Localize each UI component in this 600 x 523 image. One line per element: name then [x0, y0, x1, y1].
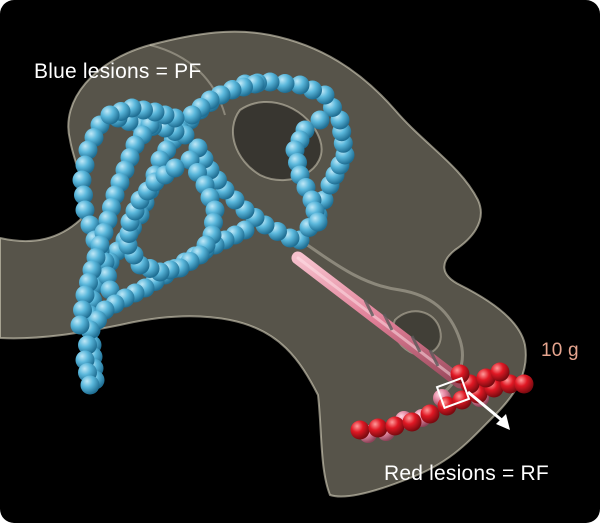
blue-lesion: [75, 155, 95, 175]
blue-lesion: [98, 266, 117, 286]
blue-lesion: [74, 185, 93, 205]
red-lesion: [514, 374, 534, 394]
blue-lesion: [72, 170, 92, 190]
blue-lesion: [308, 212, 328, 232]
blue-lesion: [165, 158, 185, 178]
red-lesion: [402, 412, 422, 432]
blue-lesion-set: [70, 72, 355, 395]
ablation-catheter-icon: [291, 251, 467, 389]
red-lesions-legend: Red lesions = RF: [384, 462, 549, 485]
red-lesion: [450, 364, 470, 384]
red-lesion: [368, 418, 388, 438]
blue-lesion: [80, 375, 100, 395]
contact-force-label: 10 g: [541, 340, 579, 361]
blue-lesion: [75, 285, 95, 305]
blue-lesion: [290, 75, 310, 95]
red-lesion: [420, 404, 440, 424]
blue-lesions-legend: Blue lesions = PF: [34, 60, 202, 83]
blue-lesion: [78, 140, 98, 160]
blue-lesion: [150, 150, 170, 170]
blue-lesion: [73, 300, 92, 320]
force-vector-arrow-icon: [435, 376, 510, 430]
blue-lesion: [275, 74, 295, 93]
blue-lesion: [182, 105, 202, 125]
blue-lesion: [75, 200, 95, 220]
blue-lesion: [100, 105, 120, 125]
red-lesion: [490, 362, 510, 382]
red-lesion: [385, 416, 405, 436]
atrium-shell: [0, 30, 527, 498]
red-lesion-set: [350, 362, 534, 443]
red-lesion: [350, 420, 370, 440]
blue-lesion: [80, 215, 100, 235]
blue-lesion: [310, 110, 330, 130]
blue-lesion: [70, 315, 90, 335]
blue-lesion: [78, 335, 97, 355]
